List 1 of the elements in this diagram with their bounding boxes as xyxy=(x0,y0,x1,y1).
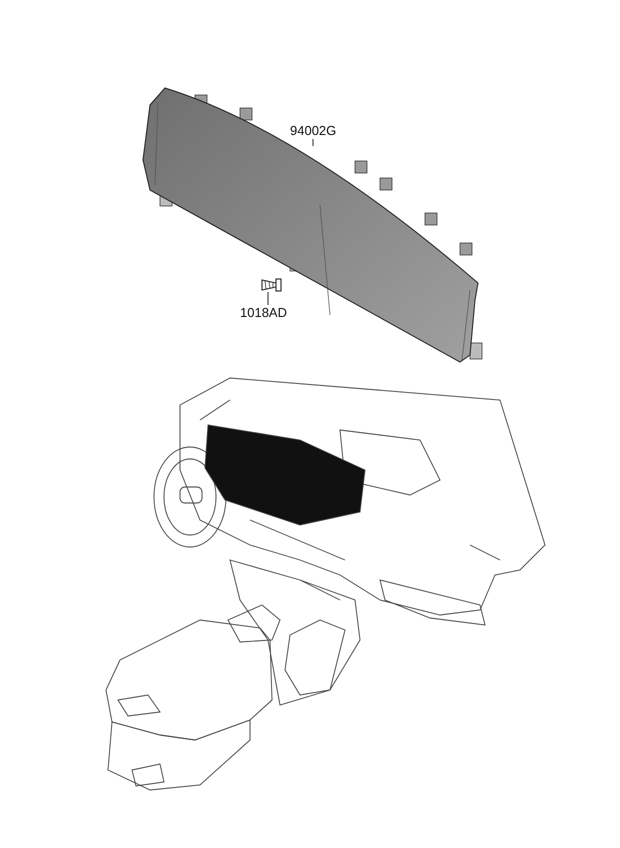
leader-line xyxy=(312,138,314,146)
